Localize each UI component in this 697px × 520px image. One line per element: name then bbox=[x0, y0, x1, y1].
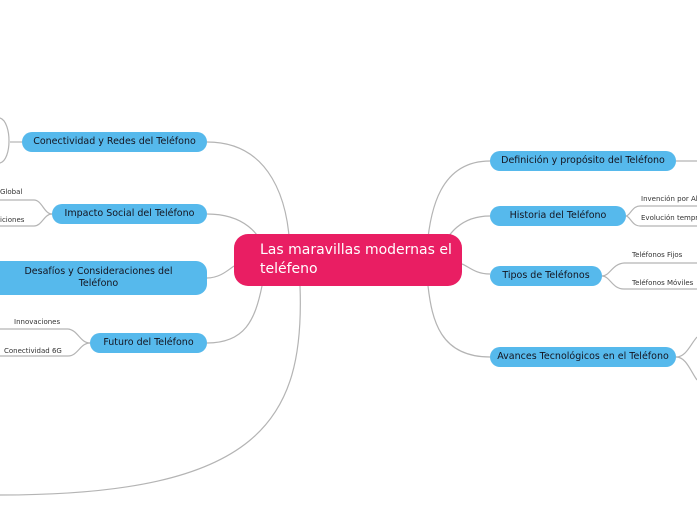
connector-line bbox=[625, 205, 641, 217]
topic-label: Avances Tecnológicos en el Teléfono bbox=[497, 351, 669, 362]
subtopic-telefonos-moviles[interactable]: Teléfonos Móviles bbox=[632, 278, 693, 288]
connector-line bbox=[601, 262, 625, 277]
topic-historia[interactable]: Historia del Teléfono bbox=[490, 206, 626, 226]
central-topic[interactable]: Las maravillas modernas el teléfeno bbox=[234, 234, 462, 286]
subtopic-label: iciones bbox=[0, 216, 25, 224]
connector-line bbox=[33, 199, 53, 215]
topic-label: Conectividad y Redes del Teléfono bbox=[33, 136, 196, 147]
subtopic-iciones[interactable]: iciones bbox=[0, 215, 24, 225]
connector-line bbox=[206, 285, 263, 344]
subtopic-evolucion[interactable]: Evolución tempr bbox=[641, 213, 697, 223]
central-topic-label: Las maravillas modernas el teléfeno bbox=[260, 242, 452, 277]
subtopic-label: Evolución tempr bbox=[641, 214, 697, 222]
connector-line bbox=[675, 336, 697, 358]
connector-line bbox=[427, 285, 491, 358]
topic-desafios[interactable]: Desafíos y Consideraciones del Teléfono bbox=[0, 261, 207, 295]
subtopic-conectividad-6g[interactable]: Conectividad 6G bbox=[4, 346, 62, 356]
connector-line bbox=[206, 265, 235, 279]
topic-avances[interactable]: Avances Tecnológicos en el Teléfono bbox=[490, 347, 676, 367]
subtopic-global[interactable]: Global bbox=[0, 187, 22, 197]
connector-line bbox=[0, 117, 10, 164]
topic-label: Impacto Social del Teléfono bbox=[64, 208, 195, 219]
connector-line bbox=[675, 356, 697, 381]
topic-label: Tipos de Teléfonos bbox=[502, 270, 590, 281]
subtopic-label: Invención por Al bbox=[641, 195, 697, 203]
subtopic-label: Teléfonos Móviles bbox=[632, 279, 694, 287]
topic-label: Definición y propósito del Teléfono bbox=[501, 155, 665, 166]
topic-impacto-social[interactable]: Impacto Social del Teléfono bbox=[52, 204, 207, 224]
subtopic-invencion[interactable]: Invención por Al bbox=[641, 194, 697, 204]
connector-line bbox=[601, 275, 625, 290]
subtopic-label: Innovaciones bbox=[14, 318, 61, 326]
subtopic-label: Conectividad 6G bbox=[4, 347, 62, 355]
subtopic-label: Teléfonos Fijos bbox=[632, 251, 683, 259]
topic-label: Desafíos y Consideraciones del Teléfono bbox=[24, 266, 173, 289]
subtopic-label: Global bbox=[0, 188, 23, 196]
connector-line bbox=[625, 215, 641, 227]
connector-line bbox=[67, 342, 91, 357]
topic-label: Historia del Teléfono bbox=[509, 210, 607, 221]
topic-label: Futuro del Teléfono bbox=[103, 337, 194, 348]
topic-conectividad[interactable]: Conectividad y Redes del Teléfono bbox=[22, 132, 207, 152]
connector-line bbox=[0, 285, 301, 496]
subtopic-innovaciones[interactable]: Innovaciones bbox=[14, 317, 60, 327]
topic-definicion[interactable]: Definición y propósito del Teléfono bbox=[490, 151, 676, 171]
topic-futuro[interactable]: Futuro del Teléfono bbox=[90, 333, 207, 353]
subtopic-telefonos-fijos[interactable]: Teléfonos Fijos bbox=[632, 250, 682, 260]
connector-line bbox=[67, 328, 91, 344]
connector-line bbox=[33, 213, 53, 227]
topic-tipos[interactable]: Tipos de Teléfonos bbox=[490, 266, 602, 286]
connector-line bbox=[461, 263, 491, 275]
